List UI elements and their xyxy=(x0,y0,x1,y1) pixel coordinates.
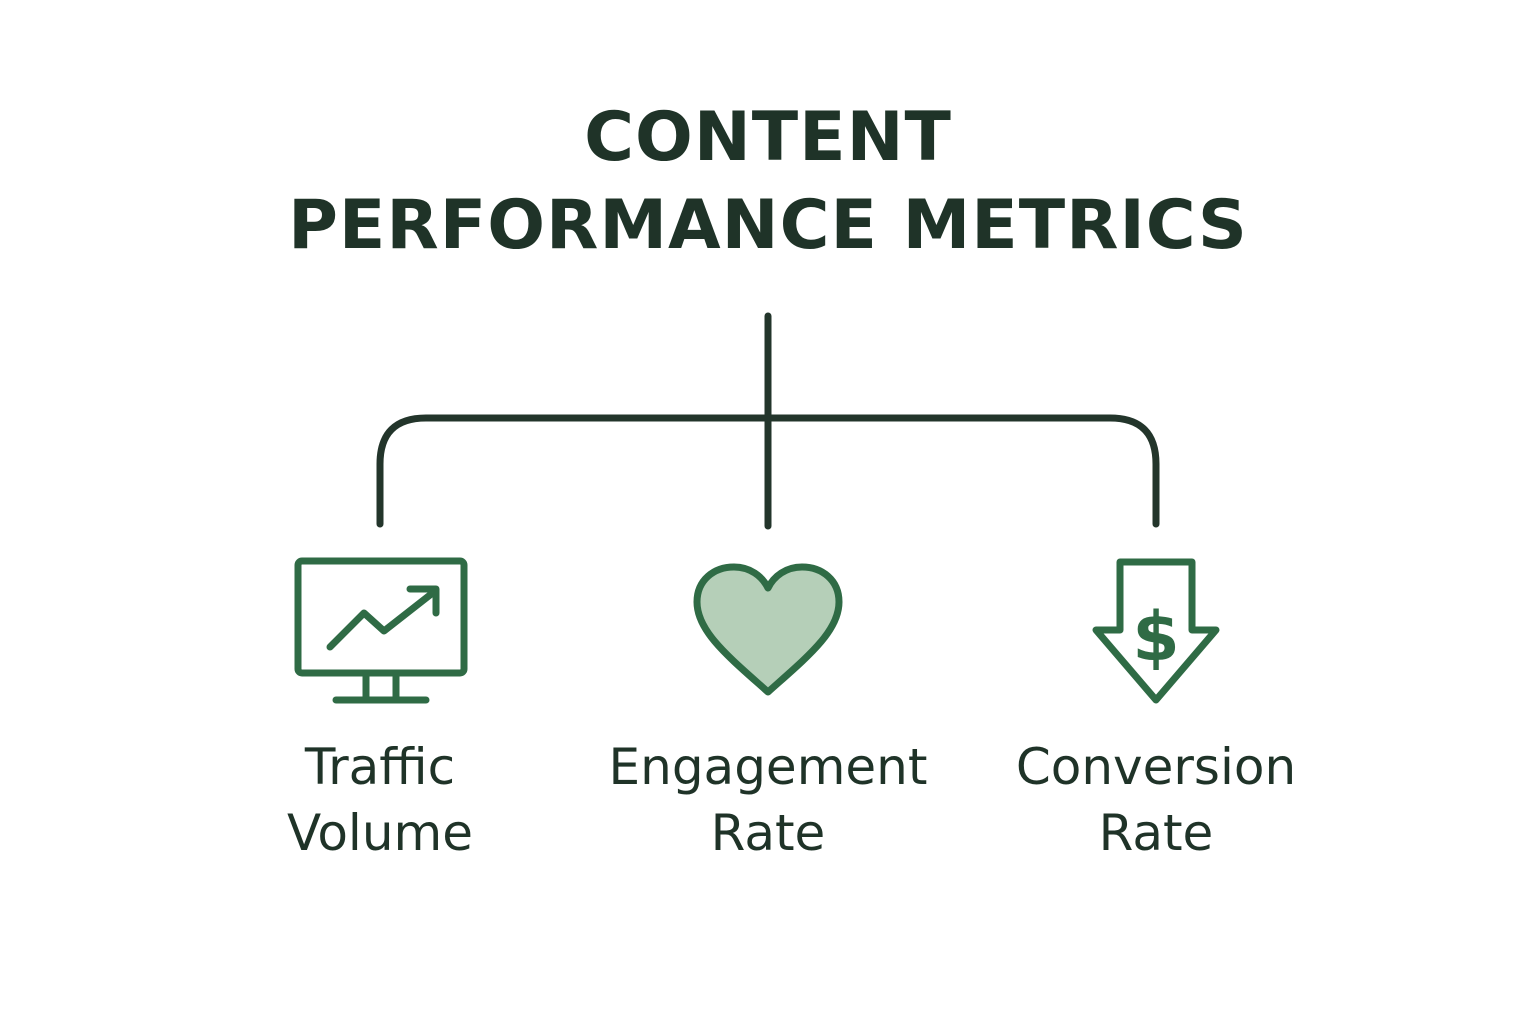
metric-label-conversion-rate: Conversion Rate xyxy=(956,734,1356,866)
monitor-screen xyxy=(294,557,468,677)
metric-label-line-1: Engagement xyxy=(608,738,928,796)
monitor-trend-icon xyxy=(294,557,468,704)
trend-arrowhead xyxy=(406,585,440,617)
metric-label-line-2: Volume xyxy=(287,804,473,862)
title-line-2: PERFORMANCE METRICS xyxy=(288,186,1248,265)
branch-bar xyxy=(376,414,1160,528)
heart-icon xyxy=(693,563,843,696)
metric-label-engagement-rate: Engagement Rate xyxy=(568,734,968,866)
down-arrow-outline xyxy=(1092,558,1220,704)
heart-shape xyxy=(693,563,843,696)
dollar-down-arrow-icon: $ xyxy=(1092,558,1220,704)
title-line-1: CONTENT xyxy=(584,98,952,177)
metric-label-line-2: Rate xyxy=(1098,804,1214,862)
trend-line xyxy=(326,591,434,651)
metric-label-line-1: Conversion xyxy=(1015,738,1297,796)
metric-label-line-1: Traffic xyxy=(304,738,456,796)
metric-label-line-2: Rate xyxy=(710,804,826,862)
metric-label-traffic-volume: Traffic Volume xyxy=(180,734,580,866)
dollar-sign: $ xyxy=(1132,598,1179,677)
